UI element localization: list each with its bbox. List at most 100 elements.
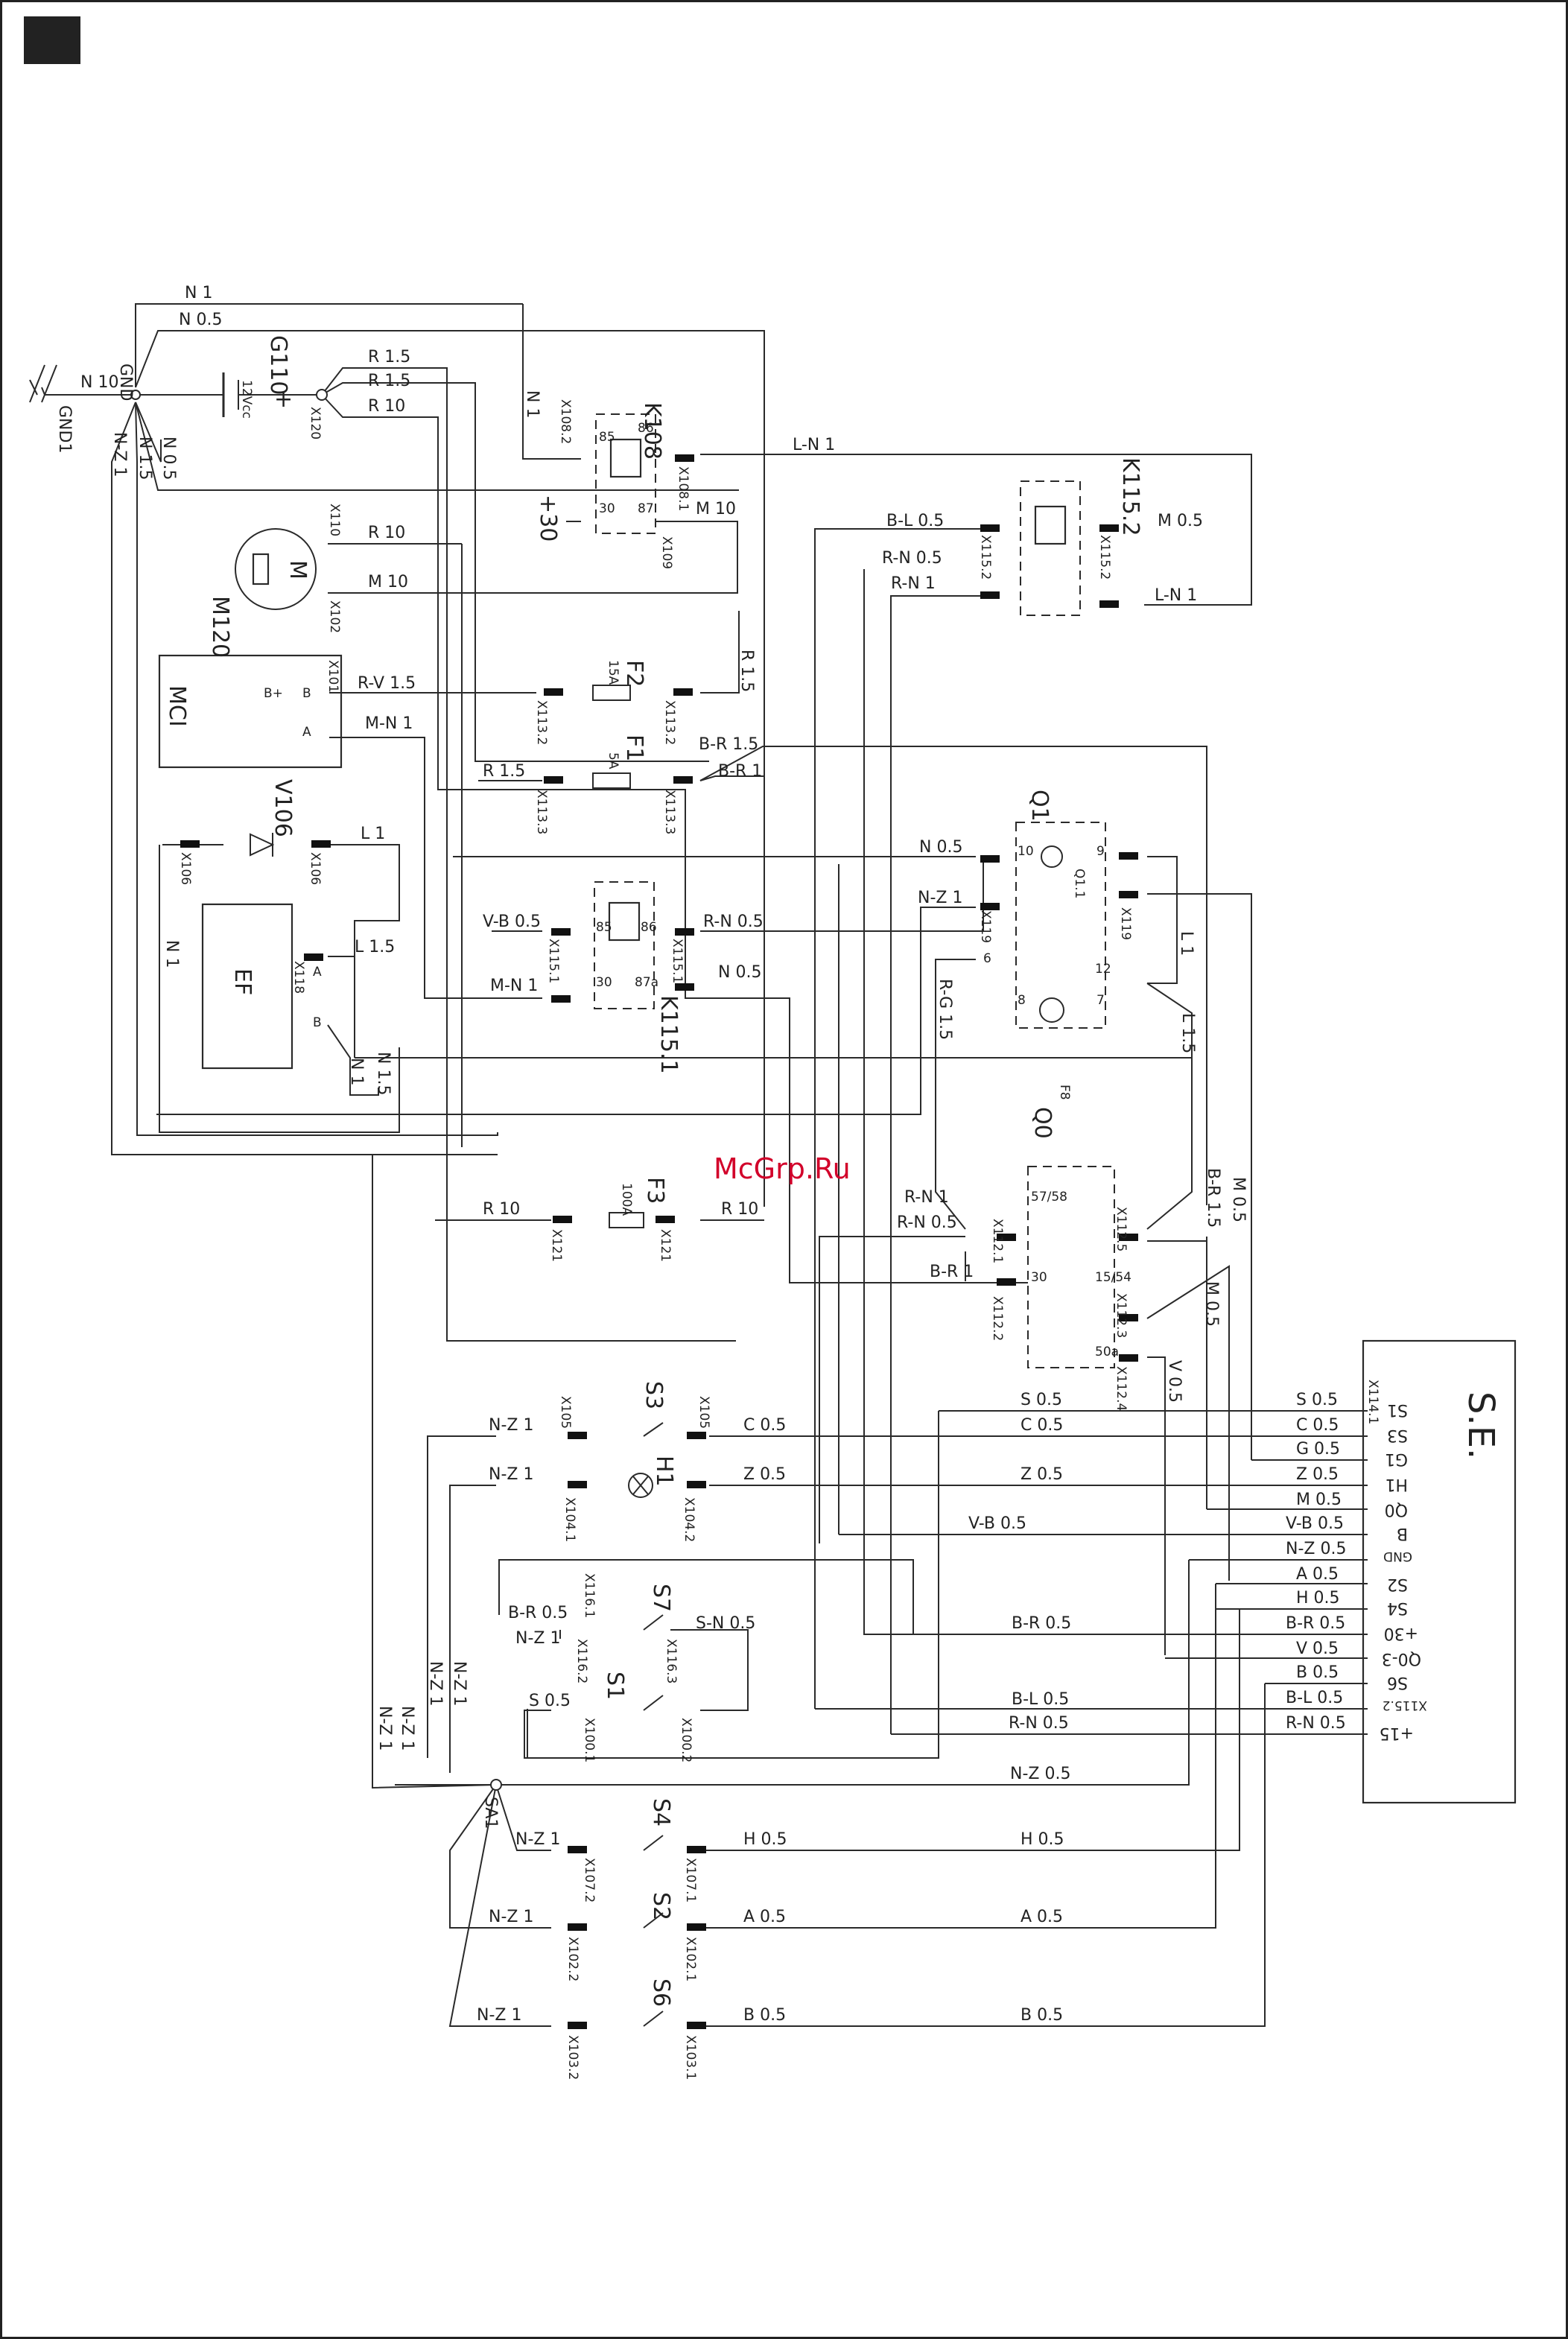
wire-rv15: R-V 1.5 <box>358 674 416 693</box>
wire-nz1-left: N-Z 1 <box>110 432 129 477</box>
s3-label: S3 <box>641 1381 667 1409</box>
se-wire-h05: H 0.5 <box>1296 1589 1340 1608</box>
q1-1-label: Q1.1 <box>1072 869 1087 898</box>
plus-sign: + <box>274 387 293 413</box>
se-pin-labels: S1 S3 G1 H1 Q0 B GND S2 S4 +30 Q0-3 S6 X… <box>1380 1400 1427 1742</box>
x119-left: X119 <box>978 910 993 943</box>
x119-right: X119 <box>1118 907 1133 940</box>
h1-label: H1 <box>651 1456 677 1487</box>
symbols <box>29 364 1517 2027</box>
mci-pin-bplus: B+ <box>264 686 283 701</box>
wire-nz1-h1: N-Z 1 <box>489 1465 533 1484</box>
x108-2-label: X108.2 <box>558 399 573 444</box>
wire-br05-a: B-R 0.5 <box>508 1604 568 1622</box>
q1-pin-7: 7 <box>1096 993 1105 1008</box>
ef-pin-b: B <box>313 1015 322 1030</box>
wire-br15: B-R 1.5 <box>699 735 758 754</box>
mci-label: MCI <box>164 685 190 727</box>
g110-label: G110 <box>265 335 291 396</box>
s2-label: S2 <box>648 1892 674 1920</box>
component-labels: K108 K115.2 K115.1 Q1 Q1.1 Q0 F8 G110 12… <box>55 335 1502 2007</box>
wire-nz1-v2: N-Z 1 <box>398 1706 416 1751</box>
wire-n1-b: N 1 <box>347 1058 366 1085</box>
wire-b05-mid: B 0.5 <box>1021 2006 1063 2025</box>
x112-2-label: X112.2 <box>990 1296 1005 1341</box>
wire-nz1-q1: N-Z 1 <box>918 889 962 907</box>
x103-2-label: X103.2 <box>565 2035 580 2080</box>
x121-right: X121 <box>658 1229 673 1262</box>
se-wire-c05: C 0.5 <box>1296 1416 1339 1435</box>
x110-label: X110 <box>327 504 342 536</box>
q0-pin-50a: 50a <box>1095 1345 1119 1359</box>
se-wire-vb05: V-B 0.5 <box>1286 1514 1344 1533</box>
f2-label: F2 <box>621 660 647 687</box>
x104-2-label: X104.2 <box>682 1497 696 1542</box>
f2-rating: 15A <box>606 660 620 685</box>
q1-pin-6: 6 <box>983 951 991 966</box>
wire-bl05-mid: B-L 0.5 <box>1012 1690 1069 1709</box>
k108-pin87: 87 <box>638 501 654 516</box>
s6-label: S6 <box>648 1978 674 2007</box>
x102-1-label: X102.1 <box>683 1937 698 1981</box>
wire-ln1-top: L-N 1 <box>793 436 835 454</box>
wire-l15-a: L 1.5 <box>355 938 395 956</box>
x108-1-label: X108.1 <box>676 466 691 511</box>
wire-n05-c: N 0.5 <box>919 838 962 857</box>
wire-n05-left: N 0.5 <box>159 437 178 480</box>
k108-pin30: 30 <box>599 501 615 516</box>
x105-right: X105 <box>696 1396 711 1429</box>
wire-n1-vert: N 1 <box>523 390 542 418</box>
wire-s05-s1: S 0.5 <box>529 1692 571 1710</box>
wire-rn05-mid: R-N 0.5 <box>1009 1714 1069 1733</box>
f3-label: F3 <box>642 1177 668 1204</box>
se-pin-2: S3 <box>1387 1426 1408 1444</box>
x102-label: X102 <box>327 600 342 633</box>
se-wire-a05: A 0.5 <box>1296 1565 1339 1584</box>
se-wire-br05: B-R 0.5 <box>1286 1614 1345 1633</box>
wire-r15-b: R 1.5 <box>368 372 410 390</box>
x116-2-label: X116.2 <box>574 1639 589 1683</box>
wire-rn1-top: R-N 1 <box>891 574 936 593</box>
x116-3-label: X116.3 <box>664 1639 679 1683</box>
x100-1-label: X100.1 <box>582 1718 597 1762</box>
wire-n1-top: N 1 <box>185 284 212 302</box>
wire-nz1-s7: N-Z 1 <box>515 1629 560 1648</box>
ef-label: EF <box>229 968 255 995</box>
q1-pin-10: 10 <box>1018 844 1034 859</box>
wire-labels: N 1 N 0.5 N 10 R 1.5 R 1.5 R 10 N 1 N-Z … <box>80 284 1346 2025</box>
x100-2-label: X100.2 <box>679 1718 693 1762</box>
q1-pin-9: 9 <box>1096 844 1105 859</box>
k108-pin85: 85 <box>599 430 615 445</box>
wire-sn05: S-N 0.5 <box>696 1614 755 1633</box>
x121-left: X121 <box>549 1229 564 1262</box>
q0-pin-30: 30 <box>1031 1270 1047 1285</box>
se-pin-7: GND <box>1383 1549 1412 1564</box>
wire-c05-mid: C 0.5 <box>1021 1416 1063 1435</box>
x105-left: X105 <box>558 1396 573 1429</box>
se-wire-v05: V 0.5 <box>1296 1640 1339 1658</box>
wire-nz1-v3: N-Z 1 <box>426 1661 445 1706</box>
s4-label: S4 <box>648 1798 674 1827</box>
se-pin-3: G1 <box>1385 1450 1408 1468</box>
k115-1-label: K115.1 <box>656 995 682 1074</box>
s7-label: S7 <box>648 1584 674 1612</box>
wire-ln1-b: L-N 1 <box>1155 586 1197 605</box>
wire-r15-c: R 1.5 <box>483 762 525 781</box>
wire-s05-mid: S 0.5 <box>1021 1391 1062 1409</box>
x112-4-label: X112.4 <box>1114 1366 1129 1411</box>
x120-label: X120 <box>308 407 323 439</box>
wire-br05-mid: B-R 0.5 <box>1012 1614 1071 1633</box>
k115-1-pin86: 86 <box>641 920 657 935</box>
q0-label: Q0 <box>1029 1107 1056 1139</box>
wire-mn1-b: M-N 1 <box>490 977 538 995</box>
x106-left: X106 <box>178 852 193 885</box>
wire-a05-a: A 0.5 <box>743 1908 786 1926</box>
x115-1-label: X115.1 <box>546 939 561 983</box>
se-pin-1: S1 <box>1387 1400 1408 1419</box>
pin-numbers: 85 86 30 87 85 86 30 87a B+ B A A B 15/5… <box>264 421 1131 1359</box>
wire-nz05-mid: N-Z 0.5 <box>1010 1765 1070 1783</box>
connector-marks <box>180 454 1138 2029</box>
x101-label: X101 <box>326 660 340 693</box>
wire-l1-right: L 1 <box>1177 931 1196 956</box>
